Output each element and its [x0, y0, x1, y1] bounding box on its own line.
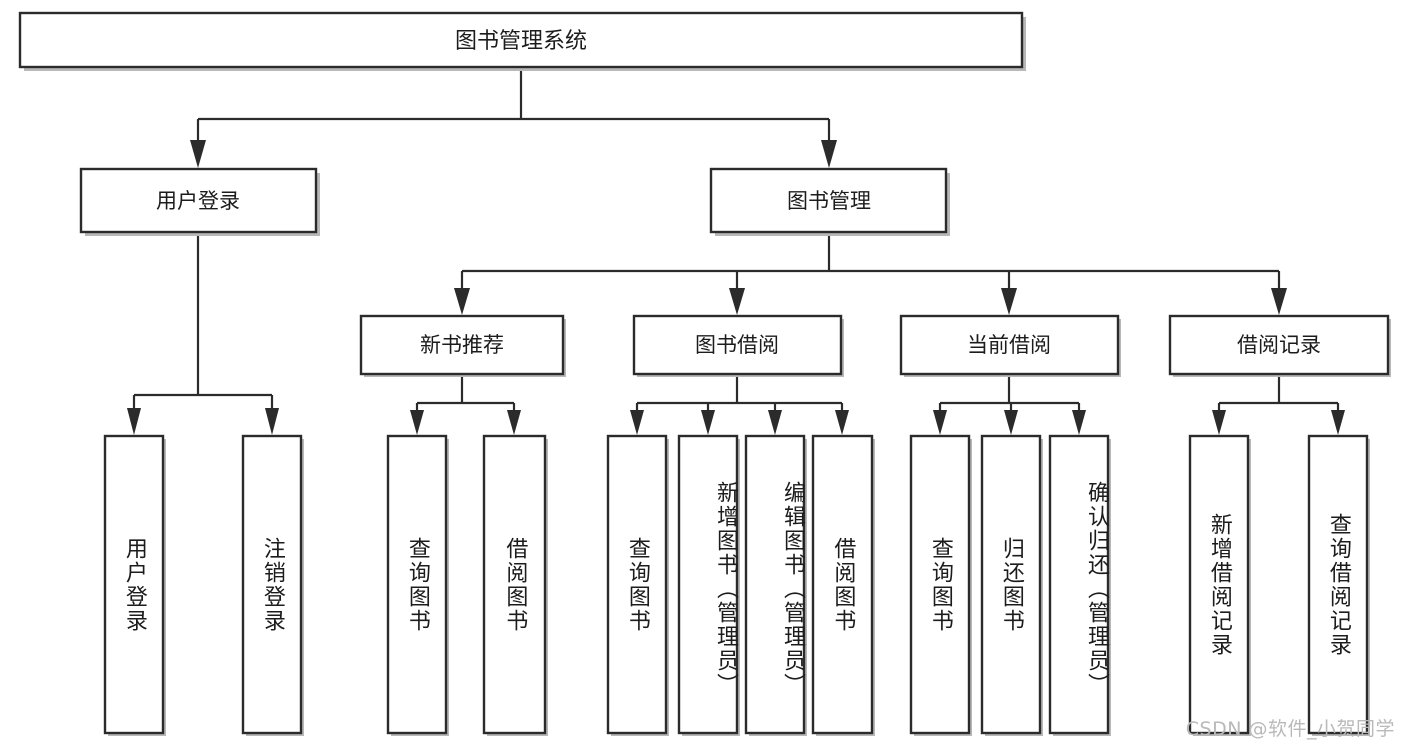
arrow-current-leaf-1	[933, 410, 947, 435]
arrow-to-current-borrow	[1001, 288, 1017, 315]
csdn-watermark: CSDN @软件_小贺同学	[1185, 718, 1395, 740]
leaf-add-borrow-record-box[interactable]	[1188, 434, 1250, 735]
arrow-to-leaf-logout	[265, 408, 279, 435]
arrow-borrow-leaf-3	[768, 410, 782, 435]
arrow-borrow-leaf-4	[835, 410, 849, 435]
leaf-borrow-book-newbook-box[interactable]	[482, 434, 547, 735]
arrow-newbook-leaf-1	[410, 410, 424, 435]
leaf-add-book-admin[interactable]	[677, 434, 740, 736]
node-book-borrow[interactable]: 图书借阅	[632, 314, 844, 377]
leaf-add-borrow-record[interactable]	[1188, 434, 1251, 736]
leaf-borrow-book-box[interactable]	[811, 434, 874, 735]
user-login-label: 用户登录	[156, 189, 240, 213]
book-management-box[interactable]	[709, 167, 948, 234]
arrow-to-new-book-rec	[454, 288, 470, 315]
root-label: 图书管理系统	[455, 29, 587, 54]
connector-layer	[127, 67, 1345, 435]
root-box[interactable]	[18, 11, 1024, 69]
arrow-current-leaf-3	[1072, 410, 1086, 435]
node-book-management[interactable]: 图书管理	[709, 167, 950, 236]
book-borrow-box[interactable]	[632, 314, 843, 376]
book-management-label: 图书管理	[787, 189, 871, 213]
leaf-edit-book-admin[interactable]	[744, 434, 807, 736]
leaf-query-borrow-record-box[interactable]	[1307, 434, 1369, 735]
arrow-borrow-leaf-1	[630, 410, 644, 435]
new-book-recommend-label: 新书推荐	[420, 333, 504, 357]
node-new-book-recommend[interactable]: 新书推荐	[359, 314, 566, 377]
leaf-user-login[interactable]	[103, 434, 166, 736]
leaf-borrow-book[interactable]	[811, 434, 875, 736]
leaf-user-login-box[interactable]	[103, 434, 165, 735]
node-user-login[interactable]: 用户登录	[79, 167, 320, 236]
current-borrow-box[interactable]	[899, 314, 1120, 376]
leaf-logout[interactable]	[241, 434, 304, 736]
arrow-to-leaf-user-login	[127, 408, 141, 435]
node-current-borrow[interactable]: 当前借阅	[899, 314, 1121, 377]
arrow-newbook-leaf-2	[507, 410, 521, 435]
node-borrow-record[interactable]: 借阅记录	[1168, 314, 1391, 377]
user-login-box[interactable]	[79, 167, 318, 234]
leaf-return-book[interactable]	[980, 434, 1043, 736]
leaf-logout-box[interactable]	[241, 434, 303, 735]
borrow-record-label: 借阅记录	[1237, 333, 1321, 357]
leaf-query-book-current-box[interactable]	[909, 434, 971, 735]
leaf-add-book-admin-box[interactable]	[677, 434, 739, 735]
leaf-confirm-return-admin-box[interactable]	[1048, 434, 1110, 735]
leaf-borrow-book-newbook[interactable]	[482, 434, 548, 736]
arrow-to-book-borrow	[729, 288, 745, 315]
leaf-return-book-box[interactable]	[980, 434, 1042, 735]
leaf-query-book-newbook[interactable]	[386, 434, 449, 736]
arrow-record-leaf-2	[1331, 410, 1345, 435]
leaf-query-borrow-record[interactable]	[1307, 434, 1370, 736]
leaf-query-book-newbook-box[interactable]	[386, 434, 448, 735]
leaf-node-group	[103, 434, 1370, 736]
arrow-record-leaf-1	[1212, 410, 1226, 435]
node-root[interactable]: 图书管理系统	[18, 11, 1026, 71]
arrow-borrow-leaf-2	[701, 410, 715, 435]
leaf-confirm-return-admin[interactable]	[1048, 434, 1111, 736]
arrow-to-borrow-record	[1271, 288, 1287, 315]
book-borrow-label: 图书借阅	[695, 333, 779, 357]
leaf-query-book-current[interactable]	[909, 434, 972, 736]
arrow-to-user-login	[190, 140, 206, 168]
borrow-record-box[interactable]	[1168, 314, 1390, 376]
arrow-to-book-mgmt	[821, 140, 837, 168]
leaf-query-book-borrow[interactable]	[606, 434, 669, 736]
leaf-query-book-borrow-box[interactable]	[606, 434, 668, 735]
leaf-edit-book-admin-box[interactable]	[744, 434, 806, 735]
arrow-current-leaf-2	[1004, 410, 1018, 435]
new-book-recommend-box[interactable]	[359, 314, 565, 376]
current-borrow-label: 当前借阅	[967, 333, 1051, 357]
